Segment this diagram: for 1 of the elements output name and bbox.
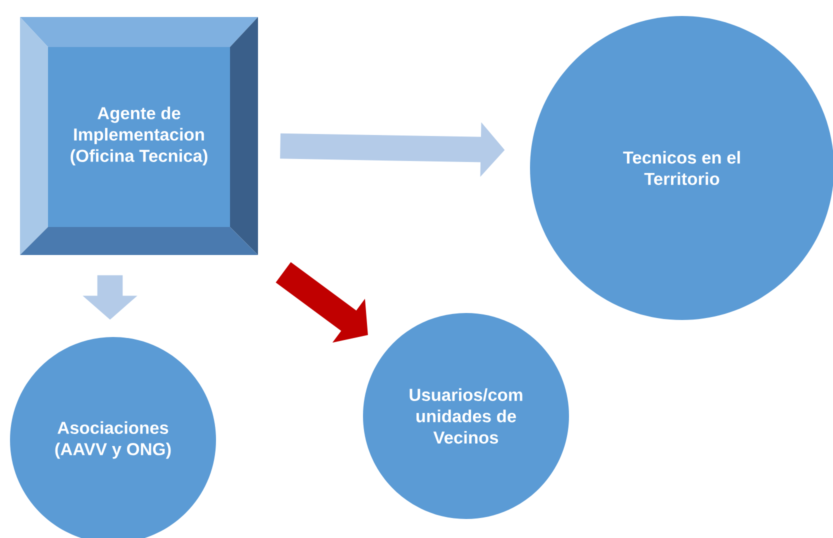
beveled-square: Agente de Implementacion (Oficina Tecnica): [20, 17, 258, 255]
